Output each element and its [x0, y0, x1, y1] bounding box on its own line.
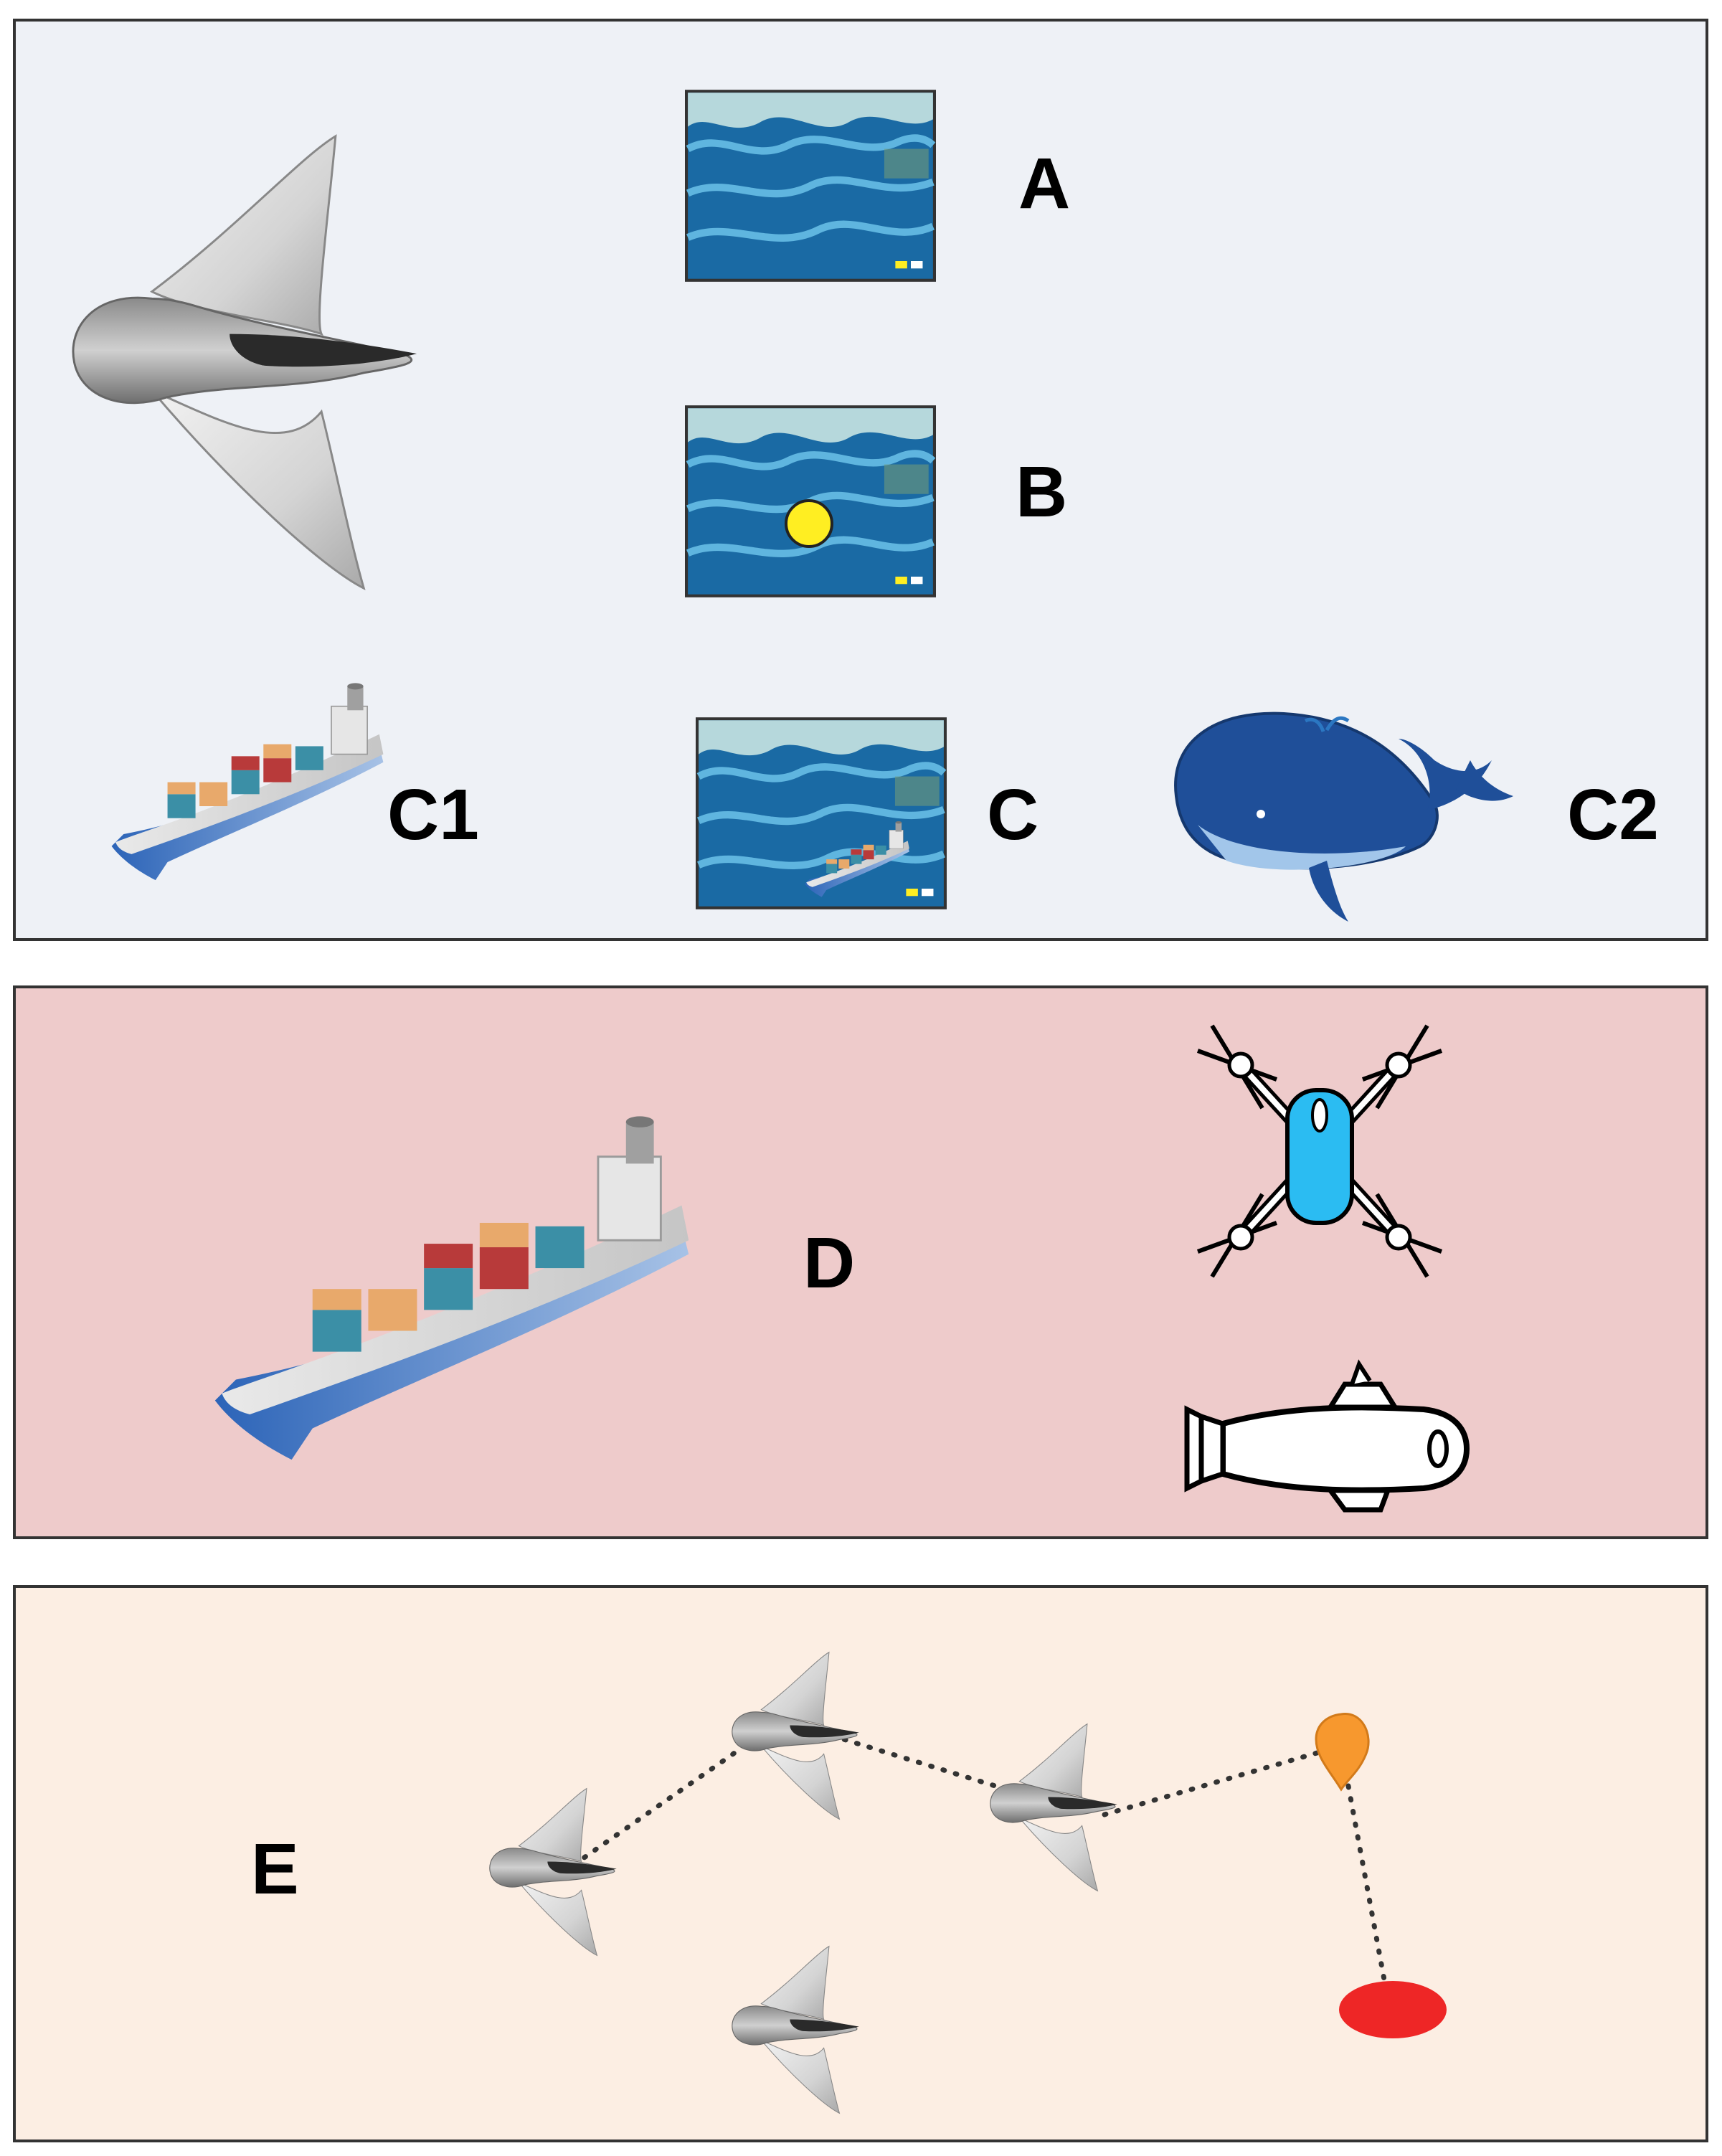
screen-a — [686, 91, 935, 280]
label-c2: C2 — [1567, 775, 1659, 855]
red-marker — [1339, 1981, 1447, 2038]
label-c1: C1 — [387, 775, 479, 855]
label-c: C — [987, 775, 1039, 855]
panel-middle: D — [13, 985, 1708, 1539]
label-d: D — [803, 1223, 855, 1303]
label-a: A — [1018, 143, 1070, 224]
orange-marker — [1315, 1713, 1370, 1792]
submarine-icon — [1184, 1359, 1470, 1513]
drone-icon — [1196, 1024, 1443, 1278]
path-lines — [571, 1733, 1387, 1982]
screen-b — [686, 407, 935, 596]
target-dot — [785, 499, 833, 548]
whale-icon — [1174, 711, 1513, 922]
panel-bottom: E — [13, 1585, 1708, 2142]
label-b: B — [1016, 452, 1067, 532]
screen-c — [697, 719, 945, 908]
panel-top: A B C1 C C2 — [13, 19, 1708, 941]
label-e: E — [251, 1829, 299, 1909]
